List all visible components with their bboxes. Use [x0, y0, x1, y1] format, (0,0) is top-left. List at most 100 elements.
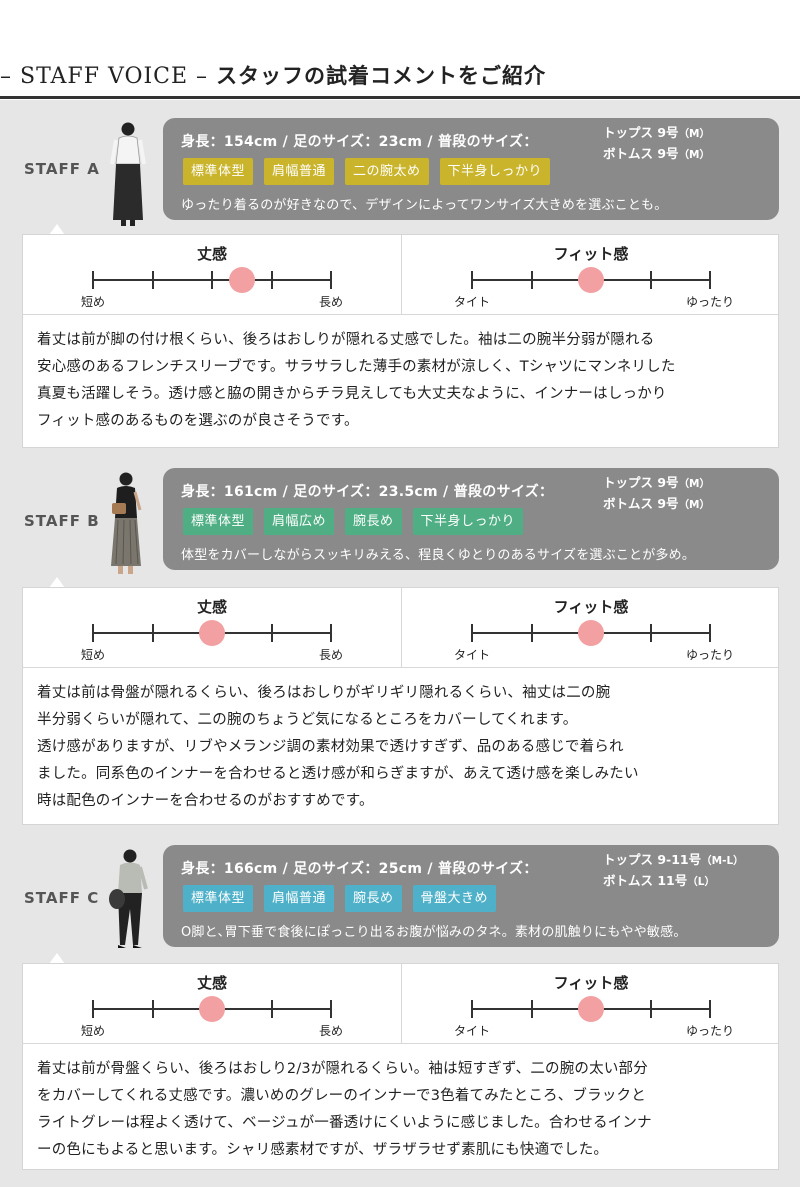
- scale-tick: [649, 271, 652, 289]
- scale-tick: [649, 1000, 652, 1018]
- size-bottoms: ボトムス 11号（L）: [603, 873, 715, 888]
- comment-line: 着丈は前が骨盤くらい、後ろはおしり2/3が隠れるくらい。袖は短すぎず、二の腕の太…: [37, 1061, 648, 1077]
- usual-sizes: トップス 9号（M） ボトムス 9号（M）: [603, 473, 710, 515]
- scale-tick: [151, 624, 154, 642]
- scale-min-label: 短め: [81, 648, 106, 662]
- body-type-tags: 標準体型肩幅広め腕長め下半身しっかり: [183, 508, 524, 535]
- scale-title: フィット感: [553, 974, 629, 992]
- body-type-tag: 下半身しっかり: [439, 158, 551, 185]
- staff-preference: 体型をカバーしながらスッキリみえる、程良くゆとりのあるサイズを選ぶことが多め。: [181, 548, 696, 563]
- body-type-tag: 骨盤大きめ: [412, 885, 497, 912]
- review-card: 丈感短め長め フィット感タイトゆったり 着丈は前は骨盤が隠れるくらい、後ろはおし…: [22, 587, 779, 825]
- card-pointer: [49, 953, 65, 964]
- staff-photo: [100, 120, 156, 228]
- rating-scales: 丈感短め 長め フィット感タイト ゆったり: [23, 235, 778, 315]
- comment-line: フィット感のあるものを選ぶのが良さそうです。: [37, 413, 359, 429]
- scale-tick: [92, 271, 94, 289]
- body-type-tag: 標準体型: [183, 158, 254, 185]
- rating-marker: [578, 996, 604, 1022]
- scale-divider: [401, 235, 402, 315]
- scale-tick: [709, 1000, 711, 1018]
- length-scale: 丈感短め 長め: [23, 235, 401, 315]
- comment-line: 着丈は前は骨盤が隠れるくらい、後ろはおしりがギリギリ隠れるくらい、袖丈は二の腕: [37, 685, 611, 701]
- rating-marker: [578, 267, 604, 293]
- rating-scales: 丈感短め長め フィット感タイトゆったり: [23, 964, 778, 1044]
- body-type-tag: 二の腕太め: [345, 158, 429, 185]
- body-type-tag: 標準体型: [183, 885, 254, 912]
- comment-line: 時は配色のインナーを合わせるのがおすすめです。: [37, 793, 374, 809]
- scale-title: フィット感: [553, 245, 629, 263]
- comment-line: ました。同系色のインナーを合わせると透け感が和らぎますが、あえて透け感を楽しみた…: [37, 766, 639, 782]
- body-type-tag: 腕長め: [345, 885, 402, 912]
- body-type-tag: 肩幅広め: [264, 508, 335, 535]
- rating-marker: [199, 996, 225, 1022]
- scale-min-label: 短め: [81, 295, 106, 309]
- scale-tick: [709, 271, 711, 289]
- body-type-tag: 標準体型: [183, 508, 254, 535]
- scale-tick: [151, 271, 154, 289]
- scale-title: 丈感: [196, 245, 227, 263]
- scale-title: 丈感: [196, 598, 227, 616]
- fit-scale: フィット感タイトゆったり: [402, 588, 780, 668]
- scale-tick: [471, 271, 473, 289]
- staff-photo: [100, 847, 156, 955]
- size-tops: トップス 9-11号（M-L）: [603, 852, 744, 867]
- body-type-tags: 標準体型肩幅普通二の腕太め下半身しっかり: [183, 158, 551, 185]
- comment-line: ーの色にもよると思います。シャリ感素材ですが、ザラザラせず素肌にも快適でした。: [37, 1142, 609, 1158]
- scale-tick: [471, 624, 473, 642]
- staff-comment: 着丈は前は骨盤が隠れるくらい、後ろはおしりがギリギリ隠れるくらい、袖丈は二の腕半…: [37, 680, 772, 815]
- size-tops: トップス 9号（M）: [603, 475, 711, 490]
- staff-label: STAFF B: [24, 512, 100, 530]
- comment-line: 透け感がありますが、リブやメランジ調の素材効果で透けすぎず、品のある感じで着られ: [37, 739, 624, 755]
- scale-min-label: タイト: [454, 1024, 491, 1038]
- scale-min-label: タイト: [454, 295, 491, 309]
- staff-photo: [100, 470, 156, 578]
- scale-tick: [151, 1000, 154, 1018]
- scale-tick: [530, 271, 533, 289]
- scale-tick: [92, 1000, 94, 1018]
- scale-tick: [211, 271, 213, 289]
- body-type-tag: 腕長め: [345, 508, 402, 535]
- staff-comment: 着丈は前が骨盤くらい、後ろはおしり2/3が隠れるくらい。袖は短すぎず、二の腕の太…: [37, 1056, 772, 1164]
- rating-scales: 丈感短め長め フィット感タイトゆったり: [23, 588, 778, 668]
- title-japanese: スタッフの試着コメントをご紹介: [216, 64, 547, 88]
- scale-tick: [471, 1000, 473, 1018]
- scale-max-label: 長め: [319, 295, 344, 309]
- staff-comment: 着丈は前が脚の付け根くらい、後ろはおしりが隠れる丈感でした。袖は二の腕半分弱が隠…: [37, 327, 772, 435]
- comment-line: 着丈は前が脚の付け根くらい、後ろはおしりが隠れる丈感でした。袖は二の腕半分弱が隠…: [37, 332, 655, 348]
- scale-tick: [270, 1000, 273, 1018]
- staff-profile-box: 身長：154cm / 足のサイズ：23cm / 普段のサイズ： トップス 9号（…: [163, 118, 779, 220]
- card-pointer: [49, 577, 65, 588]
- staff-measurements: 身長：154cm / 足のサイズ：23cm / 普段のサイズ：: [181, 134, 538, 150]
- title-english: – STAFF VOICE –: [0, 64, 209, 89]
- scale-max-label: 長め: [319, 1024, 344, 1038]
- scale-divider: [401, 964, 402, 1044]
- scale-max-label: ゆったり: [686, 1024, 735, 1038]
- rating-marker: [228, 267, 255, 293]
- staff-label: STAFF C: [24, 889, 100, 907]
- scale-tick: [709, 624, 711, 642]
- body-type-tag: 下半身しっかり: [412, 508, 524, 535]
- staff-measurements: 身長：166cm / 足のサイズ：25cm / 普段のサイズ：: [181, 861, 538, 877]
- scale-tick: [649, 624, 652, 642]
- scale-tick: [330, 1000, 332, 1018]
- scale-divider: [401, 588, 402, 668]
- header-rule: [0, 96, 800, 99]
- usual-sizes: トップス 9号（M） ボトムス 9号（M）: [603, 123, 710, 165]
- review-card: 丈感短め長め フィット感タイトゆったり 着丈は前が骨盤くらい、後ろはおしり2/3…: [22, 963, 779, 1170]
- staff-label: STAFF A: [24, 160, 100, 178]
- length-scale: 丈感短め長め: [23, 588, 401, 668]
- body-type-tag: 肩幅普通: [264, 885, 335, 912]
- scale-max-label: ゆったり: [686, 295, 735, 309]
- staff-preference: O脚と､胃下垂で食後にぽっこり出るお腹が悩みのタネ。素材の肌触りにもやや敏感。: [181, 925, 687, 940]
- scale-title: フィット感: [553, 598, 629, 616]
- staff-section: STAFF C 身長：166cm / 足のサイズ：25cm / 普段のサイズ： …: [0, 845, 800, 1170]
- rating-marker: [199, 620, 225, 646]
- scale-tick: [270, 271, 273, 289]
- comment-line: をカバーしてくれる丈感です。濃いめのグレーのインナーで3色着てみたところ、ブラッ…: [37, 1088, 646, 1104]
- comment-line: 安心感のあるフレンチスリーブです。サラサラした薄手の素材が涼しく、Tシャツにマン…: [37, 359, 676, 375]
- review-card: 丈感短め 長め フィット感タイト ゆったり 着丈は前が脚の付け根くらい、後ろはおしり…: [22, 234, 779, 448]
- usual-sizes: トップス 9-11号（M-L） ボトムス 11号（L）: [603, 850, 744, 892]
- staff-measurements: 身長：161cm / 足のサイズ：23.5cm / 普段のサイズ：: [181, 484, 554, 500]
- scale-tick: [330, 624, 332, 642]
